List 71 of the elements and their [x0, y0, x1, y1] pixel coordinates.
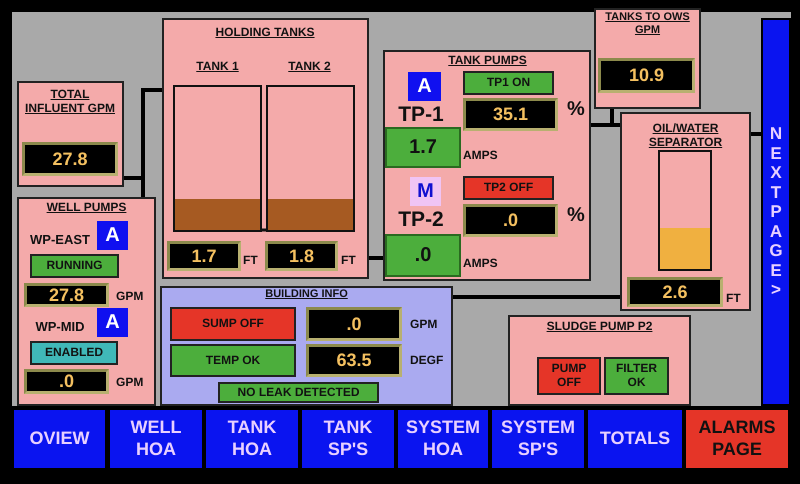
equipment-label: WP-MID	[34, 320, 86, 335]
value-display: 2.6	[627, 277, 723, 307]
panel	[508, 315, 691, 406]
status-indicator: TP2 OFF	[463, 176, 554, 200]
panel	[383, 50, 591, 281]
unit-label: %	[567, 98, 585, 121]
unit-label: AMPS	[463, 256, 498, 270]
equipment-label: WP-EAST	[29, 233, 91, 248]
status-indicator: PUMP OFF	[537, 357, 601, 395]
equipment-label: TP-2	[397, 208, 445, 232]
value-display: 63.5	[306, 344, 402, 377]
panel	[620, 112, 751, 311]
panel-title: TANK PUMPS	[447, 54, 528, 68]
nav-button: SYSTEM HOA	[396, 408, 490, 470]
panel	[17, 197, 156, 406]
unit-label: GPM	[116, 289, 144, 303]
pipe-line	[751, 132, 761, 136]
panel-title: TANKS TO OWS GPM	[604, 11, 691, 36]
unit-label: GPM	[116, 375, 144, 389]
nav-button: WELL HOA	[108, 408, 204, 470]
panel	[160, 286, 453, 406]
status-indicator: NO LEAK DETECTED	[218, 382, 379, 403]
status-indicator: SUMP OFF	[170, 307, 296, 341]
value-display: 27.8	[22, 142, 118, 176]
mode-badge: A	[408, 72, 441, 101]
value-display: 1.7	[167, 241, 241, 271]
panel	[162, 18, 369, 279]
status-indicator: FILTER OK	[604, 357, 669, 395]
unit-label: GPM	[410, 317, 438, 331]
value-display: 10.9	[598, 58, 695, 93]
value-display: 27.8	[24, 283, 109, 307]
status-indicator: ENABLED	[30, 341, 118, 365]
nav-button: SYSTEM SP'S	[490, 408, 586, 470]
mode-badge: M	[410, 177, 441, 206]
equipment-label: TANK 2	[287, 60, 332, 74]
equipment-label: TANK 1	[195, 60, 240, 74]
unit-label: FT	[726, 291, 741, 305]
status-indicator: TEMP OK	[170, 344, 296, 377]
mode-badge: A	[97, 221, 128, 250]
nav-button: OVIEW	[12, 408, 107, 470]
panel	[17, 81, 124, 187]
next-page-button: NEXT PAGE >	[761, 18, 791, 406]
nav-button: TANK HOA	[204, 408, 300, 470]
pipe-line	[453, 295, 620, 299]
value-button: .0	[385, 234, 461, 277]
nav-button: ALARMS PAGE	[684, 408, 790, 470]
unit-label: %	[567, 204, 585, 227]
panel-title: OIL/WATER SEPARATOR	[648, 122, 724, 150]
panel-title: BUILDING INFO	[264, 288, 349, 301]
panel	[594, 8, 701, 109]
status-indicator: RUNNING	[30, 254, 119, 278]
nav-button: TANK SP'S	[300, 408, 396, 470]
panel-title: HOLDING TANKS	[214, 26, 316, 40]
equipment-label: TP-1	[397, 103, 445, 128]
value-display: .0	[306, 307, 402, 341]
mode-badge: A	[97, 308, 128, 337]
panel-title: WELL PUMPS	[46, 201, 128, 215]
unit-label: DEGF	[410, 353, 444, 367]
status-indicator: TP1 ON	[463, 71, 554, 95]
value-display: 35.1	[463, 98, 558, 131]
value-display: .0	[463, 204, 558, 237]
value-button: 1.7	[385, 127, 461, 168]
unit-label: FT	[341, 253, 356, 267]
unit-label: FT	[243, 253, 258, 267]
value-display: 1.8	[265, 241, 338, 271]
panel-title: TOTAL INFLUENT GPM	[24, 88, 116, 116]
value-display: .0	[24, 369, 109, 394]
unit-label: AMPS	[463, 148, 498, 162]
nav-button: TOTALS	[586, 408, 684, 470]
panel-title: SLUDGE PUMP P2	[546, 320, 654, 334]
pipe-line	[369, 256, 383, 260]
